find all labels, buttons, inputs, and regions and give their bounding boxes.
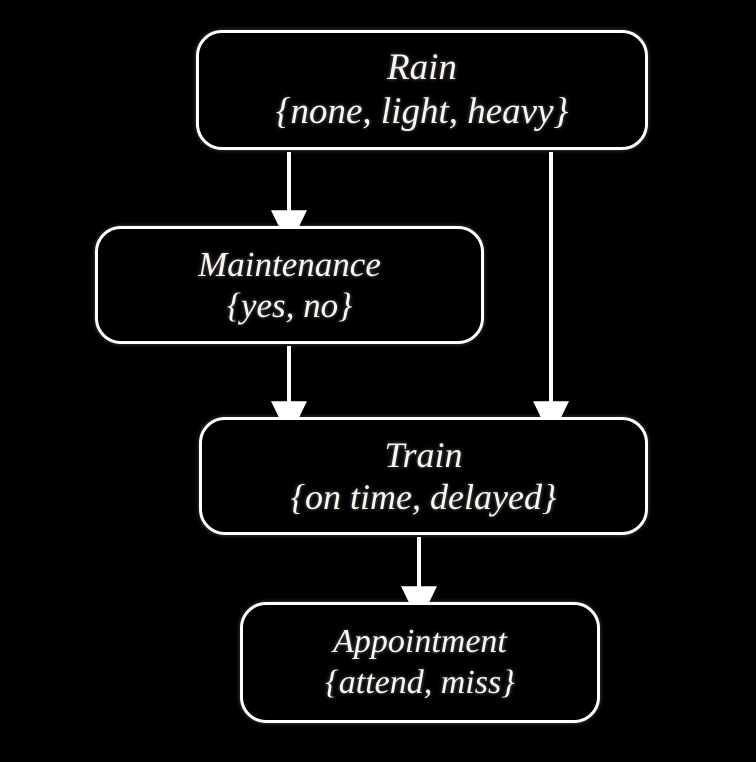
node-appointment-name: Appointment xyxy=(333,623,507,661)
node-appointment[interactable]: Appointment {attend, miss} xyxy=(240,602,600,723)
node-rain-name: Rain xyxy=(387,47,457,89)
node-maintenance[interactable]: Maintenance {yes, no} xyxy=(95,226,484,344)
node-train-name: Train xyxy=(384,434,463,475)
node-appointment-states: {attend, miss} xyxy=(325,663,515,701)
node-rain[interactable]: Rain {none, light, heavy} xyxy=(196,30,648,150)
node-train[interactable]: Train {on time, delayed} xyxy=(199,417,648,535)
node-maintenance-name: Maintenance xyxy=(198,244,381,284)
node-maintenance-states: {yes, no} xyxy=(226,286,353,325)
node-train-states: {on time, delayed} xyxy=(290,477,557,517)
node-rain-states: {none, light, heavy} xyxy=(275,91,569,132)
